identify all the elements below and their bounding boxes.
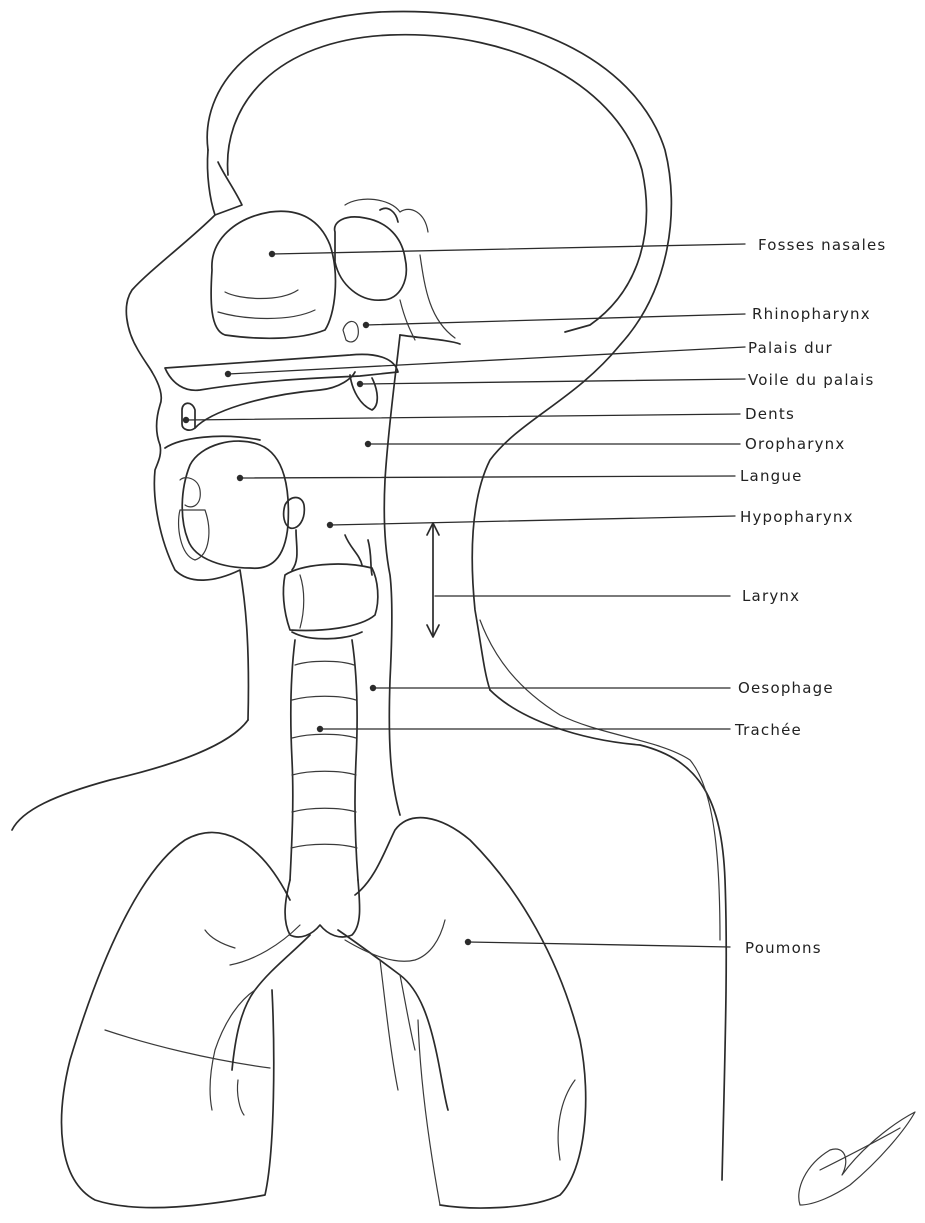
body-outline bbox=[480, 620, 726, 1180]
leader-lines bbox=[183, 244, 745, 947]
label-hypopharynx: Hypopharynx bbox=[740, 508, 854, 526]
larynx bbox=[283, 530, 377, 639]
label-dents: Dents bbox=[745, 405, 795, 423]
signature bbox=[799, 1112, 915, 1205]
voile-du-palais-dot bbox=[357, 381, 363, 387]
labels: Fosses nasales Rhinopharynx Palais dur V… bbox=[734, 236, 886, 957]
label-oesophage: Oesophage bbox=[738, 679, 834, 697]
label-trachee: Trachée bbox=[734, 721, 802, 739]
label-poumons: Poumons bbox=[745, 939, 822, 957]
label-fosses-nasales: Fosses nasales bbox=[758, 236, 886, 254]
label-rhinopharynx: Rhinopharynx bbox=[752, 305, 871, 323]
hypopharynx-dot bbox=[327, 522, 333, 528]
label-palais-dur: Palais dur bbox=[748, 339, 833, 357]
head-outline bbox=[12, 11, 671, 830]
label-voile-du-palais: Voile du palais bbox=[748, 371, 874, 389]
oral-cavity bbox=[165, 354, 398, 568]
rhinopharynx-dot bbox=[363, 322, 369, 328]
lungs bbox=[62, 818, 586, 1208]
nasal-cavity bbox=[211, 199, 460, 344]
poumons-dot bbox=[465, 939, 471, 945]
oesophage-dot bbox=[370, 685, 376, 691]
trachee-dot bbox=[317, 726, 323, 732]
label-langue: Langue bbox=[740, 467, 803, 485]
label-larynx: Larynx bbox=[742, 587, 800, 605]
larynx-range-arrow bbox=[427, 523, 439, 637]
dents-dot bbox=[183, 417, 189, 423]
fosses-nasales-dot bbox=[269, 251, 275, 257]
palais-dur-dot bbox=[225, 371, 231, 377]
langue-dot bbox=[237, 475, 243, 481]
label-oropharynx: Oropharynx bbox=[745, 435, 845, 453]
pharynx bbox=[384, 300, 415, 815]
oropharynx-dot bbox=[365, 441, 371, 447]
trachea bbox=[285, 640, 360, 937]
